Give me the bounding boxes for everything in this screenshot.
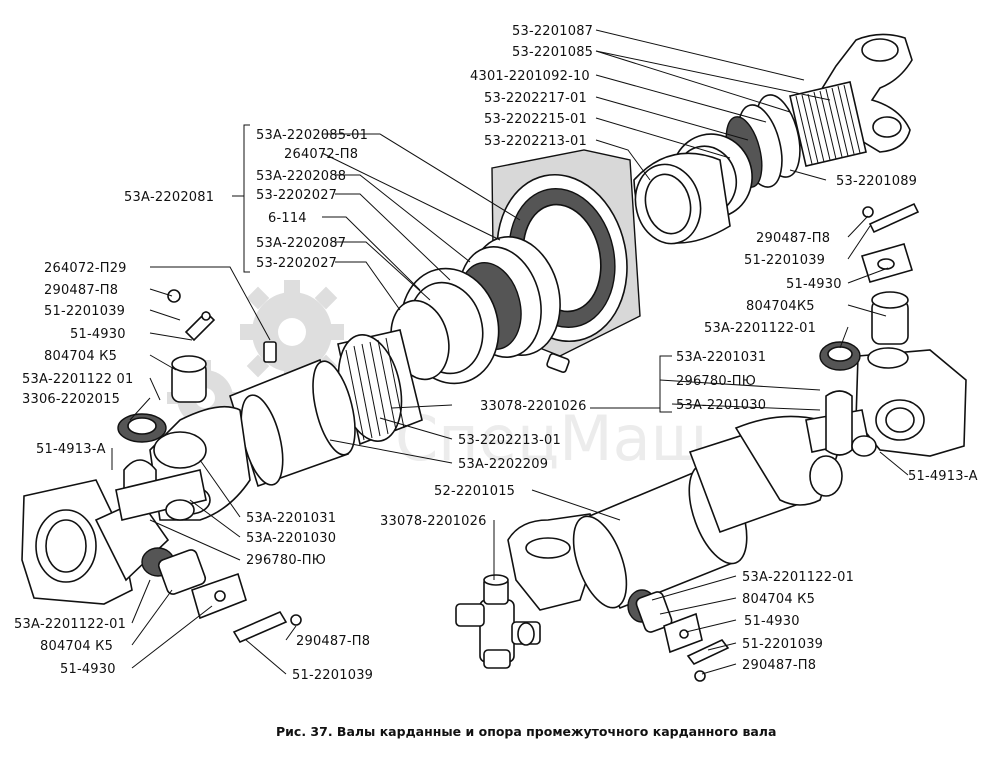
- part-labels: 53-2201087 53-2201085 4301-2201092-10 53…: [14, 24, 978, 683]
- label-3306-2202015: 3306-2202015: [22, 392, 120, 407]
- leader-lines: [111, 29, 909, 675]
- label-804704k5-left: 804704 К5: [44, 349, 117, 364]
- label-264072-p29: 264072-П29: [44, 261, 127, 276]
- label-53a-2202081: 53А-2202081: [124, 190, 214, 205]
- label-51-4913-a-left: 51-4913-А: [36, 442, 106, 457]
- label-53-2202215-01: 53-2202215-01: [484, 112, 587, 127]
- label-53a-2201122-01-left: 53А-2201122 01: [22, 372, 134, 387]
- label-51-4913-a-right: 51-4913-А: [908, 469, 978, 484]
- label-264072-p8: 264072-П8: [284, 147, 358, 162]
- label-53a-2201030-right: 53А-2201030: [676, 398, 766, 413]
- label-804704k5-right: 804704К5: [746, 299, 815, 314]
- right-flange-yoke: [805, 202, 967, 457]
- label-53-2201085: 53-2201085: [512, 45, 593, 60]
- label-51-4930-left: 51-4930: [70, 327, 126, 342]
- label-290487-p8-bottom-left: 290487-П8: [296, 634, 370, 649]
- label-296780-pyu-right: 296780-ПЮ: [676, 374, 756, 389]
- label-52-2201015: 52-2201015: [434, 484, 515, 499]
- loose-cross: [455, 574, 541, 669]
- label-51-2201039-bottom-right: 51-2201039: [742, 637, 823, 652]
- label-53-2202217-01: 53-2202217-01: [484, 91, 587, 106]
- label-53-2202213-01-mid: 53-2202213-01: [458, 433, 561, 448]
- left-shaft-assembly: [117, 289, 423, 521]
- label-53-2202027-b: 53-2202027: [256, 256, 337, 271]
- label-53a-2201031-right: 53А-2201031: [676, 350, 766, 365]
- label-51-4930-bottom-left: 51-4930: [60, 662, 116, 677]
- right-shaft-assembly: [507, 415, 843, 682]
- figure-caption: Рис. 37. Валы карданные и опора промежут…: [276, 724, 776, 739]
- upper-yoke-assembly: [633, 33, 913, 245]
- watermark-text: СпецМаш: [395, 402, 707, 475]
- label-51-2201039-right: 51-2201039: [744, 253, 825, 268]
- label-53a-2201122-01-right: 53А-2201122-01: [704, 321, 816, 336]
- label-6-114: 6-114: [268, 211, 307, 226]
- label-53-2201087: 53-2201087: [512, 24, 593, 39]
- label-53a-2202088: 53А-2202088: [256, 169, 346, 184]
- label-51-2201039-bottom-left: 51-2201039: [292, 668, 373, 683]
- label-33078-2201026-top: 33078-2201026: [480, 399, 587, 414]
- label-33078-2201026-bottom: 33078-2201026: [380, 514, 487, 529]
- label-4301-2201092-10: 4301-2201092-10: [470, 69, 590, 84]
- label-290487-p8-right: 290487-П8: [756, 231, 830, 246]
- label-53-2201089: 53-2201089: [836, 174, 917, 189]
- label-51-4930-bottom-right: 51-4930: [744, 614, 800, 629]
- label-290487-p8-bottom-right: 290487-П8: [742, 658, 816, 673]
- label-53a-2202085-01: 53А-2202085-01: [256, 128, 368, 143]
- label-296780-pyu-left: 296780-ПЮ: [246, 553, 326, 568]
- label-51-2201039-left: 51-2201039: [44, 304, 125, 319]
- label-290487-p8-left: 290487-П8: [44, 283, 118, 298]
- label-53a-2202209: 53А-2202209: [458, 457, 548, 472]
- label-53a-2202087: 53А-2202087: [256, 236, 346, 251]
- label-53a-2201122-01-bottom-left: 53А-2201122-01: [14, 617, 126, 632]
- left-flange-yoke: [21, 459, 302, 644]
- label-53a-2201122-01-bottom-right: 53А-2201122-01: [742, 570, 854, 585]
- label-804704k5-bottom-right: 804704 К5: [742, 592, 815, 607]
- label-53-2202213-01-top: 53-2202213-01: [484, 134, 587, 149]
- label-804704k5-bottom-left: 804704 К5: [40, 639, 113, 654]
- intermediate-support: [390, 149, 641, 385]
- label-51-4930-right: 51-4930: [786, 277, 842, 292]
- label-53a-2201030-left: 53А-2201030: [246, 531, 336, 546]
- label-53-2202027-a: 53-2202027: [256, 188, 337, 203]
- label-53a-2201031-left: 53А-2201031: [246, 511, 336, 526]
